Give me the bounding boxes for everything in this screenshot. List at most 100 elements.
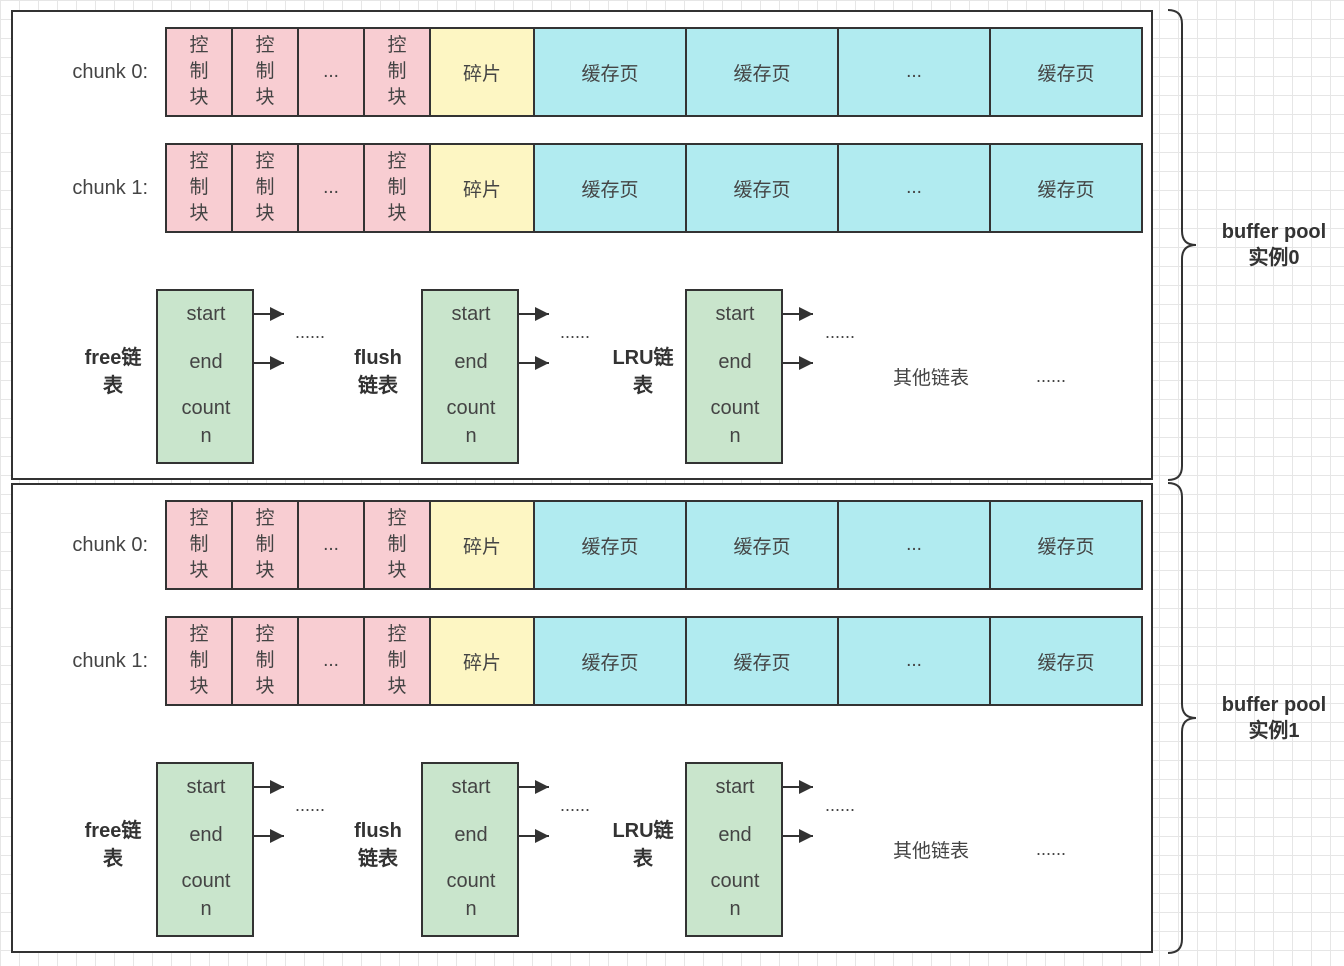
list-field-count: count (181, 870, 231, 892)
control-block-cell: 控 制 块 (231, 616, 299, 706)
ellipsis-cell: ... (837, 27, 991, 117)
list-name-line1: flush (354, 347, 402, 369)
list-name-label: LRU链表 (603, 344, 683, 400)
list-field-n: n (465, 898, 477, 920)
list-name-line2: 表 (103, 848, 123, 870)
ellipsis-cell: ... (837, 143, 991, 233)
list-field-end: end (189, 824, 223, 846)
list-field-start: start (451, 776, 491, 798)
cache-page-cell: 缓存页 (533, 143, 687, 233)
instance-label-line1: buffer pool (1221, 694, 1327, 716)
chunk-label: chunk 1: (72, 177, 148, 199)
cell-text: ... (323, 61, 339, 82)
list-base-node: start end count n (156, 762, 254, 937)
cell-text: ... (323, 650, 339, 671)
list-base-node: start end count n (421, 289, 519, 464)
cell-text: 碎片 (462, 63, 501, 85)
cell-text: ... (906, 650, 922, 671)
cell-text: ... (323, 534, 339, 555)
list-field-n: n (200, 898, 212, 920)
list-field-count: count (446, 397, 496, 419)
arrowhead-icon (270, 829, 284, 843)
control-block-cell: 控 制 块 (363, 143, 431, 233)
list-name-line2: 链表 (358, 375, 398, 397)
list-name-label: LRU链表 (603, 817, 683, 873)
cache-page-cell: 缓存页 (533, 500, 687, 590)
other-lists-label: 其他链表 (893, 368, 970, 389)
list-field-start: start (186, 776, 226, 798)
list-field-start: start (715, 303, 755, 325)
ellipsis-dots: ...... (560, 795, 591, 815)
control-block-cell: 控 制 块 (165, 143, 233, 233)
cell-text: 缓存页 (581, 179, 639, 201)
list-field-count: count (446, 870, 496, 892)
cell-text: 控 制 块 (189, 624, 209, 697)
arrowhead-icon (799, 307, 813, 321)
instance-label-line2: 实例1 (1248, 720, 1300, 742)
cell-text: 缓存页 (581, 652, 639, 674)
arrowhead-icon (535, 356, 549, 370)
list-base-node: start end count n (685, 289, 783, 464)
instance-label-line2: 实例0 (1248, 247, 1300, 269)
ellipsis-dots: ...... (295, 795, 326, 815)
list-name-line1: LRU链 (612, 820, 674, 842)
cell-text: 缓存页 (733, 536, 791, 558)
list-name-line1: LRU链 (612, 347, 674, 369)
cache-page-cell: 缓存页 (685, 27, 839, 117)
list-field-n: n (729, 425, 741, 447)
list-field-n: n (200, 425, 212, 447)
cell-text: 碎片 (462, 179, 501, 201)
chunk-label: chunk 0: (72, 534, 148, 556)
ellipsis-dots: ...... (1036, 366, 1067, 386)
ellipsis-dots: ...... (825, 322, 856, 342)
cell-text: 缓存页 (733, 179, 791, 201)
control-block-cell: 控 制 块 (363, 616, 431, 706)
cell-text: 缓存页 (1037, 536, 1095, 558)
fragment-cell: 碎片 (429, 27, 535, 117)
cache-page-cell: 缓存页 (685, 500, 839, 590)
ellipsis-cell: ... (837, 616, 991, 706)
chunk-label: chunk 1: (72, 650, 148, 672)
ellipsis-dots: ...... (825, 795, 856, 815)
ellipsis-cell: ... (297, 616, 365, 706)
cell-text: ... (906, 534, 922, 555)
list-name-label: flush 链表 (338, 344, 418, 400)
arrowhead-icon (535, 780, 549, 794)
cell-text: 控 制 块 (255, 151, 275, 224)
chunk-row: 控 制 块控 制 块...控 制 块碎片缓存页缓存页...缓存页 (165, 27, 1143, 117)
list-field-count: count (710, 870, 760, 892)
arrowhead-icon (270, 307, 284, 321)
list-name-line1: free链 (84, 347, 142, 369)
cell-text: 缓存页 (581, 63, 639, 85)
list-field-start: start (451, 303, 491, 325)
chunk-row: 控 制 块控 制 块...控 制 块碎片缓存页缓存页...缓存页 (165, 143, 1143, 233)
cell-text: ... (323, 177, 339, 198)
ellipsis-dots: ...... (1036, 839, 1067, 859)
list-field-n: n (465, 425, 477, 447)
list-field-count: count (710, 397, 760, 419)
cell-text: 碎片 (462, 652, 501, 674)
list-field-end: end (189, 351, 223, 373)
fragment-cell: 碎片 (429, 143, 535, 233)
arrowhead-icon (270, 780, 284, 794)
cache-page-cell: 缓存页 (989, 143, 1143, 233)
cache-page-cell: 缓存页 (989, 500, 1143, 590)
instance-brace (1167, 9, 1197, 481)
cell-text: 控 制 块 (189, 35, 209, 108)
list-field-end: end (454, 351, 488, 373)
chunk-label: chunk 0: (72, 61, 148, 83)
list-field-start: start (715, 776, 755, 798)
cell-text: 缓存页 (1037, 63, 1095, 85)
control-block-cell: 控 制 块 (363, 27, 431, 117)
list-field-end: end (718, 351, 752, 373)
arrowhead-icon (799, 780, 813, 794)
cell-text: 控 制 块 (387, 508, 407, 581)
instance-label: buffer pool 实例1 (1205, 692, 1343, 744)
arrowhead-icon (799, 829, 813, 843)
instance-label-line1: buffer pool (1221, 221, 1327, 243)
